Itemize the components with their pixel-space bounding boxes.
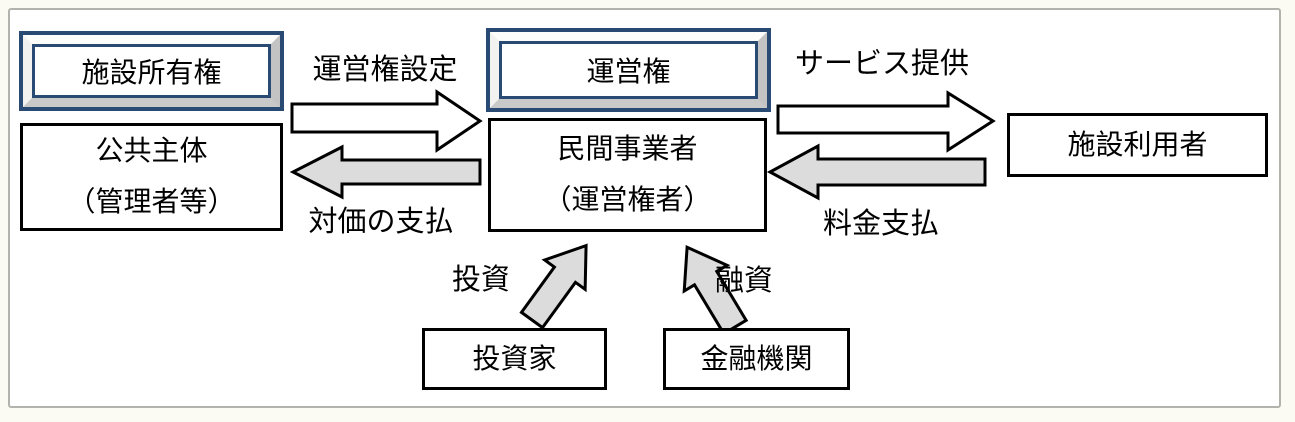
- flow-label-concession-grant: 運営権設定: [312, 52, 458, 86]
- bevel-face: 施設所有権: [23, 35, 280, 107]
- fee-payment-arrow: [766, 143, 987, 201]
- flow-label-service-provision: サービス提供: [794, 46, 970, 80]
- investment-arrow: [519, 243, 588, 330]
- node-facility-ownership-label: 施設所有権: [81, 56, 222, 89]
- loan-arrow: [682, 245, 749, 336]
- flow-label-fee-payment: 料金支払: [822, 206, 940, 240]
- node-private-operator-line1: 民間事業者: [557, 132, 698, 166]
- bevel-face: 運営権: [490, 32, 767, 108]
- consideration-payment-arrow: [289, 144, 482, 200]
- node-financial-institutions-label: 金融機関: [700, 342, 813, 376]
- node-facility-users-label: 施設利用者: [1067, 128, 1208, 162]
- node-public-entity-line2: （管理者等）: [67, 185, 236, 218]
- node-facility-users: 施設利用者: [1007, 113, 1268, 177]
- node-financial-institutions: 金融機関: [663, 328, 850, 390]
- node-private-operator-line2: （運営権者）: [543, 183, 712, 216]
- node-facility-ownership: 施設所有権: [19, 31, 284, 111]
- node-private-operator: 民間事業者 （運営権者）: [488, 118, 767, 232]
- flow-label-consideration-payment: 対価の支払: [308, 204, 454, 238]
- service-provision-arrow: [776, 90, 996, 153]
- node-investors: 投資家: [422, 328, 607, 390]
- flow-label-loan: 融資: [714, 263, 774, 297]
- node-investors-label: 投資家: [472, 342, 557, 376]
- node-operating-right: 運営権: [486, 28, 771, 112]
- node-public-entity-line1: 公共主体: [95, 134, 208, 168]
- flow-label-investment: 投資: [451, 262, 511, 296]
- concession-grant-arrow: [290, 89, 483, 153]
- node-public-entity: 公共主体 （管理者等）: [20, 123, 283, 231]
- node-operating-right-label: 運営権: [586, 55, 671, 88]
